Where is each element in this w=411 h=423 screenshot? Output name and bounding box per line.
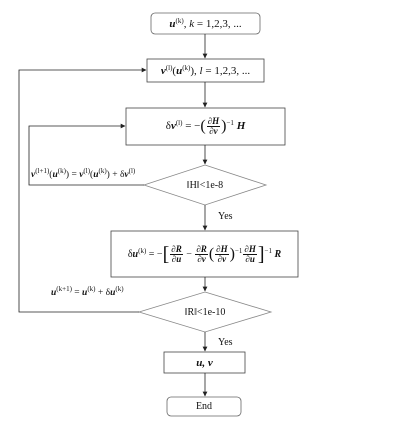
h-check-label: ‖H‖<1e-8 bbox=[186, 179, 224, 191]
outer-loop-label: v(l)(u(k)), l = 1,2,3, ... bbox=[160, 63, 251, 77]
h-yes-label: Yes bbox=[218, 211, 233, 222]
start-label: u(k), k = 1,2,3, ... bbox=[169, 16, 242, 30]
h-update-node bbox=[125, 107, 286, 146]
u-feedback-label: u(k+1) = u(k) + δu(k) bbox=[51, 285, 124, 299]
outer-loop-node bbox=[146, 58, 265, 83]
r-update-label: δu(k) = −[∂R∂u − ∂R∂v(∂H∂v)−1∂H∂u]−1 R bbox=[127, 243, 282, 265]
h-update-label: δv(l) = −(∂H∂v)−1 H bbox=[165, 116, 246, 136]
v-feedback-label: v(l+1)(u(k)) = v(l)(u(k)) + δv(l) bbox=[31, 167, 136, 181]
start-node bbox=[150, 12, 261, 35]
result-node bbox=[163, 351, 246, 374]
end-label: End bbox=[195, 401, 213, 412]
arrow-r-feedback bbox=[18, 67, 147, 313]
arrow-h-feedback bbox=[28, 123, 144, 186]
result-label: u, v bbox=[196, 356, 213, 369]
r-check-label: ‖R‖<1e-10 bbox=[184, 306, 226, 318]
end-node bbox=[166, 396, 242, 417]
r-yes-label: Yes bbox=[218, 337, 233, 348]
